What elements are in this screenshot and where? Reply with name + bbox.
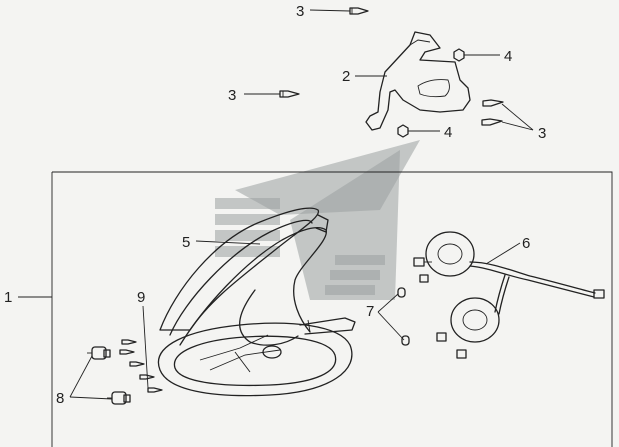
callout-7: 7 <box>366 303 374 320</box>
headlight-housing <box>157 207 356 397</box>
callout-3-top: 3 <box>296 3 304 20</box>
callout-1: 1 <box>4 289 12 306</box>
bulb-upper <box>397 287 406 298</box>
screw-top <box>349 7 369 15</box>
callout-2: 2 <box>342 68 350 85</box>
watermark-logo <box>215 140 420 300</box>
screw-left <box>279 90 300 98</box>
small-screws <box>119 339 163 393</box>
screw-right-upper <box>482 99 504 107</box>
callout-8: 8 <box>56 390 64 407</box>
callout-4-lower: 4 <box>444 124 452 141</box>
bracket-part <box>365 31 471 131</box>
bulb-lower <box>401 335 410 346</box>
callout-9: 9 <box>137 289 145 306</box>
assembly-frame-top <box>52 171 613 447</box>
wiring-harness <box>413 231 605 359</box>
callout-3-left: 3 <box>228 87 236 104</box>
callout-6: 6 <box>522 235 530 252</box>
socket-upper <box>87 346 111 360</box>
callout-4-upper: 4 <box>504 48 512 65</box>
socket-lower <box>107 391 131 405</box>
callout-5: 5 <box>182 234 190 251</box>
nut-upper <box>453 48 465 62</box>
leader-lines <box>18 9 534 400</box>
callout-3-right: 3 <box>538 125 546 142</box>
nut-lower <box>397 124 409 138</box>
screw-right-lower <box>481 118 503 126</box>
